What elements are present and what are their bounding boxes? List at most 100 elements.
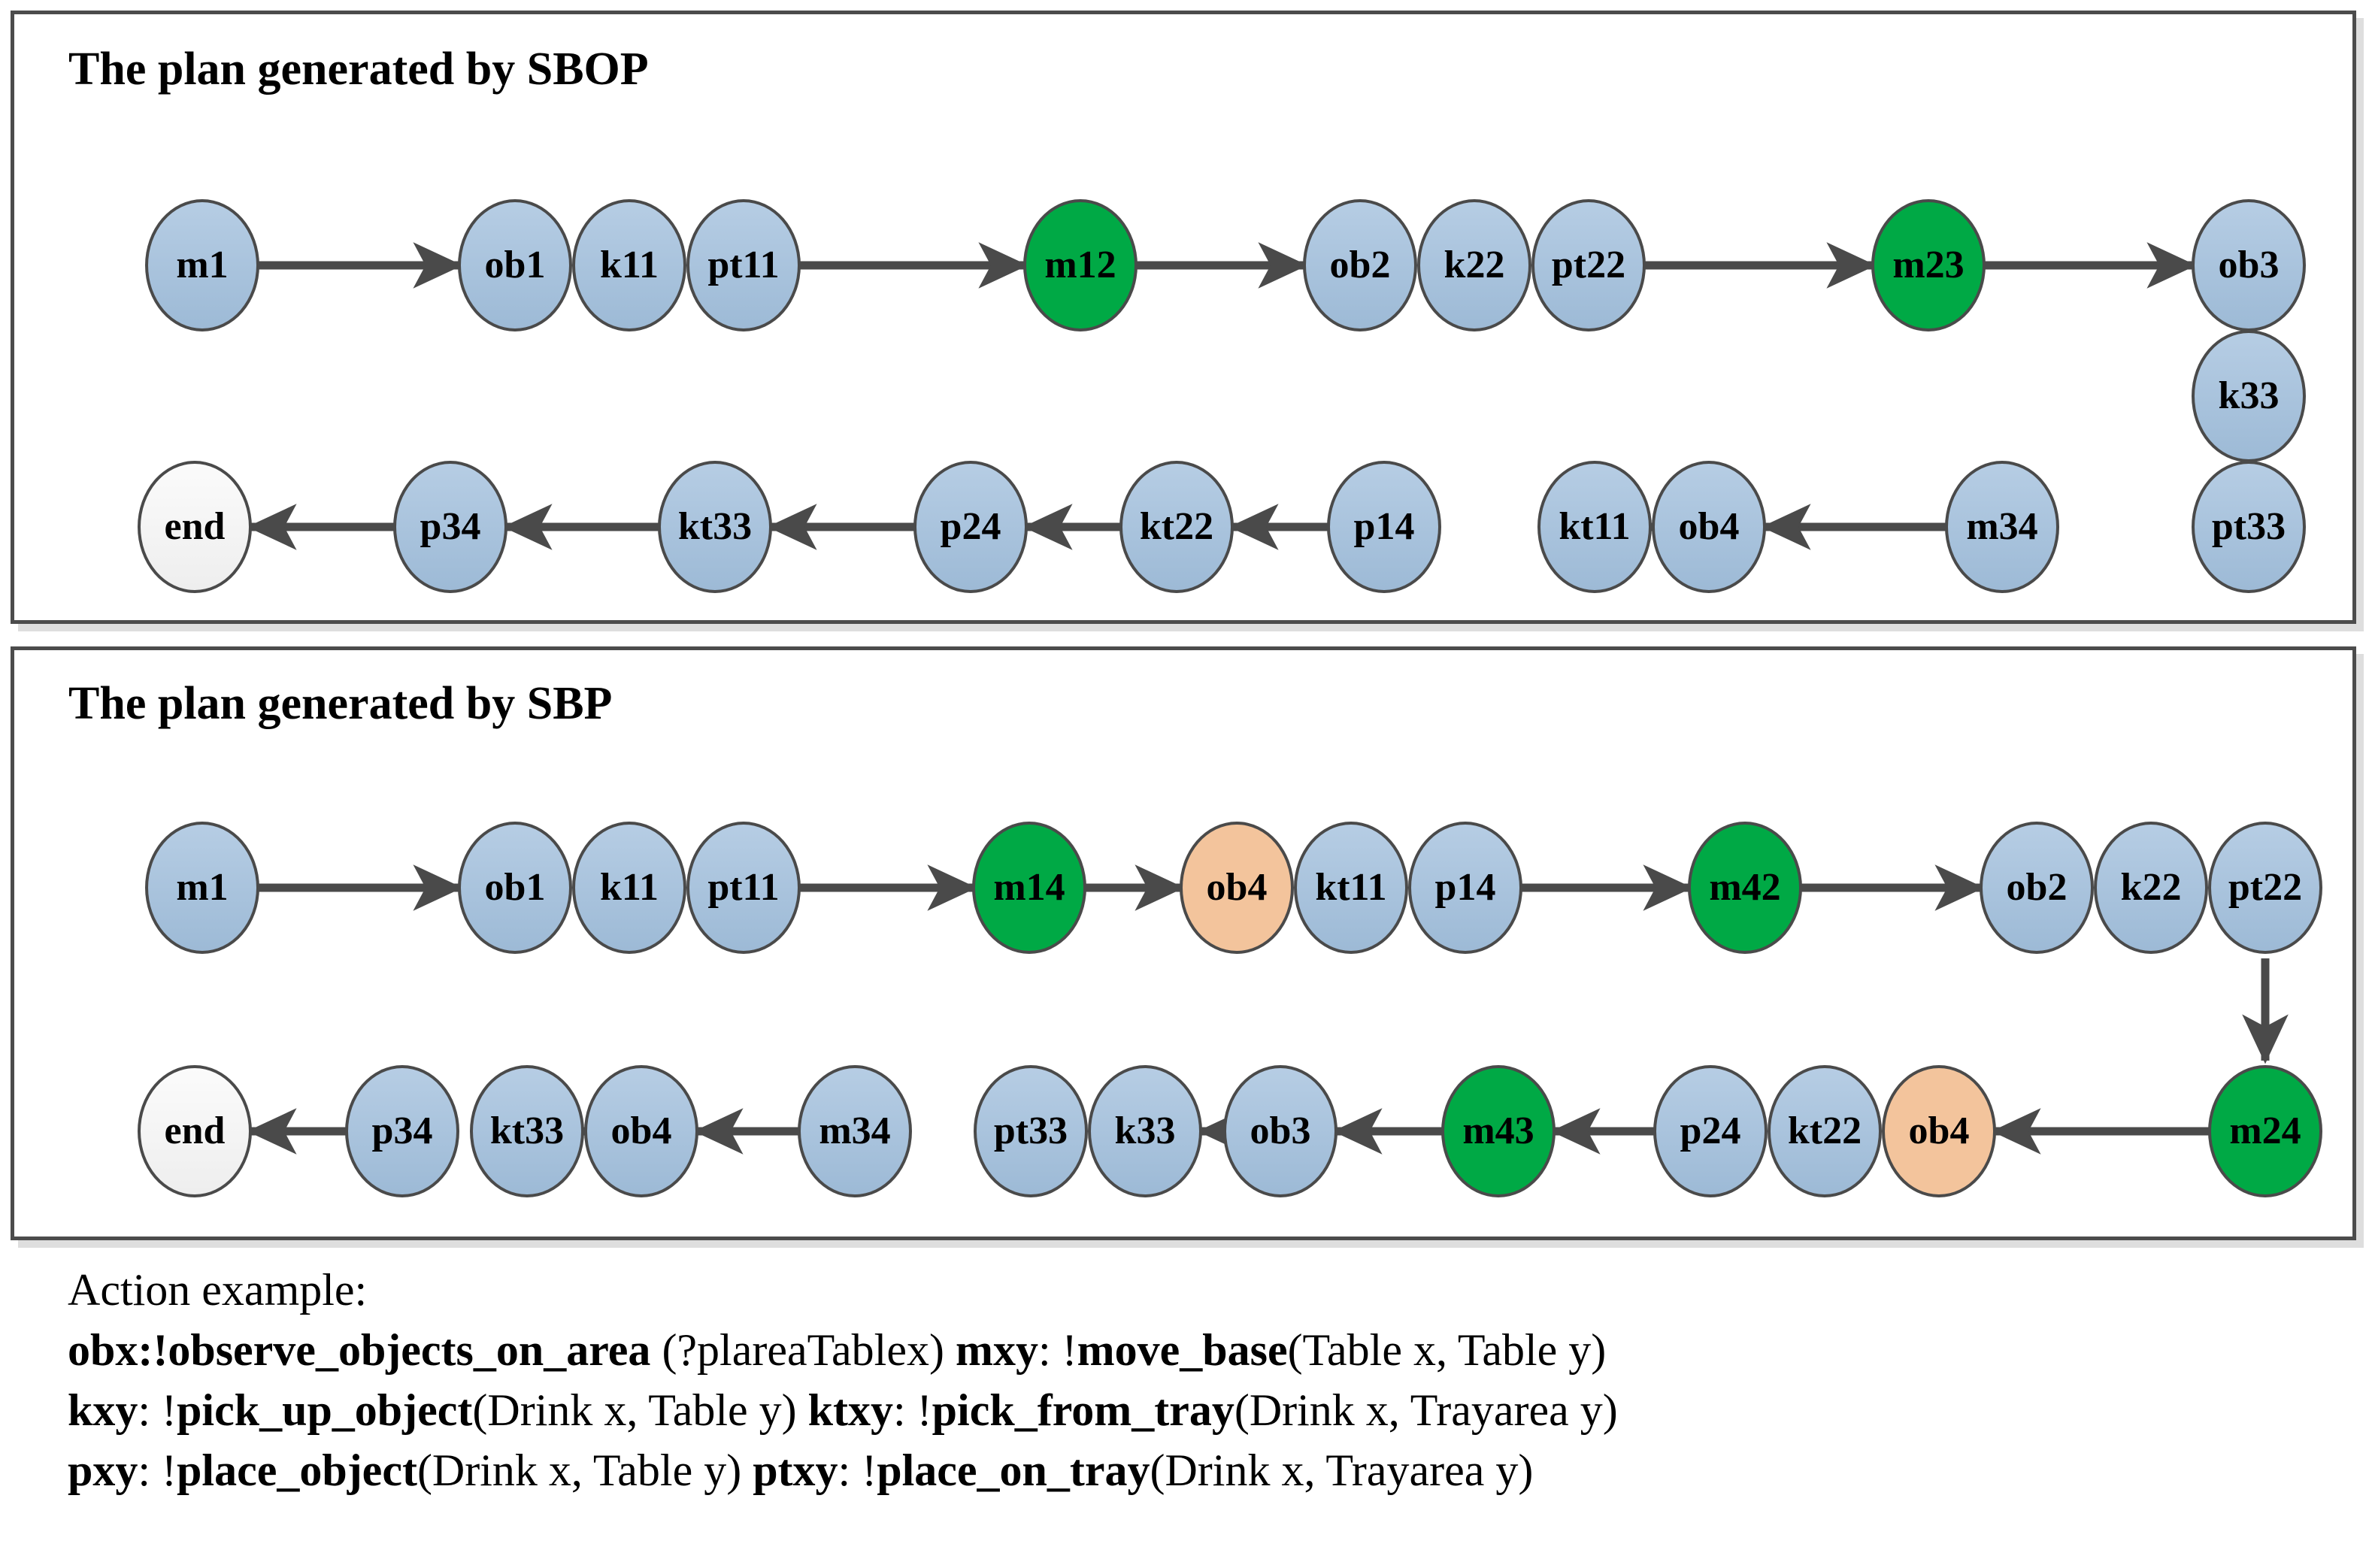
legend-segment: move_base [1077, 1325, 1288, 1375]
graph-node-ob4[interactable]: ob4 [584, 1065, 698, 1197]
graph-node-end[interactable]: end [138, 1065, 252, 1197]
graph-node-label: pt33 [993, 1109, 1068, 1152]
graph-node-ob2[interactable]: ob2 [1980, 822, 2094, 954]
legend-segment: (Drink x, Trayarea y) [1150, 1445, 1534, 1495]
graph-node-ob1[interactable]: ob1 [458, 199, 572, 331]
legend-segment: : ! [138, 1445, 177, 1495]
graph-node-ob3[interactable]: ob3 [1223, 1065, 1337, 1197]
graph-node-k22[interactable]: k22 [1417, 199, 1531, 331]
graph-node-label: m12 [1044, 244, 1116, 286]
arrow-layer [247, 242, 2197, 550]
graph-node-k33[interactable]: k33 [1088, 1065, 1202, 1197]
graph-node-pt11[interactable]: pt11 [686, 822, 801, 954]
graph-node-label: m34 [1966, 505, 2038, 548]
graph-node-pt22[interactable]: pt22 [1531, 199, 1646, 331]
graph-node-kt33[interactable]: kt33 [658, 461, 772, 593]
graph-node-kt22[interactable]: kt22 [1119, 461, 1234, 593]
graph-node-pt33[interactable]: pt33 [2192, 461, 2306, 593]
graph-node-p34[interactable]: p34 [345, 1065, 459, 1197]
graph-node-m24[interactable]: m24 [2208, 1065, 2322, 1197]
legend-heading: Action example: [68, 1265, 368, 1315]
graph-node-label: ob4 [1908, 1109, 1970, 1152]
graph-node-p14[interactable]: p14 [1408, 822, 1522, 954]
graph-node-ob4[interactable]: ob4 [1882, 1065, 1996, 1197]
graph-node-label: m42 [1709, 866, 1781, 909]
arrow-layer [247, 864, 2289, 1155]
graph-node-m34[interactable]: m34 [1945, 461, 2059, 593]
graph-node-k33[interactable]: k33 [2192, 330, 2306, 462]
graph-node-label: ob1 [484, 866, 546, 909]
graph-node-label: ob4 [1678, 505, 1740, 548]
legend-segment: obx:!observe_objects_on_area [68, 1325, 651, 1375]
graph-node-label: m43 [1462, 1109, 1534, 1152]
graph-node-kt11[interactable]: kt11 [1294, 822, 1408, 954]
graph-node-label: k22 [2120, 866, 2182, 909]
graph-node-m43[interactable]: m43 [1441, 1065, 1556, 1197]
legend-segment: : ! [1038, 1325, 1077, 1375]
graph-node-label: kt33 [677, 505, 753, 548]
graph-node-label: p34 [371, 1109, 433, 1152]
legend-line-kxy-ktxy: kxy: !pick_up_object(Drink x, Table y) k… [68, 1380, 2331, 1440]
legend-segment: : ! [838, 1445, 877, 1495]
graph-node-label: pt33 [2211, 505, 2286, 548]
graph-node-label: m34 [819, 1109, 891, 1152]
legend-segment: place_on_tray [877, 1445, 1150, 1495]
graph-node-label: p24 [940, 505, 1001, 548]
graph-node-label: ob3 [1250, 1109, 1311, 1152]
graph-node-m34[interactable]: m34 [798, 1065, 912, 1197]
graph-node-m14[interactable]: m14 [972, 822, 1086, 954]
legend-segment: : ! [893, 1385, 932, 1435]
legend-segment: : ! [138, 1385, 177, 1435]
legend: Action example: obx:!observe_objects_on_… [68, 1260, 2331, 1500]
graph-node-pt33[interactable]: pt33 [974, 1065, 1088, 1197]
graph-node-p34[interactable]: p34 [393, 461, 507, 593]
legend-segment: (Drink x, Table y) [472, 1385, 808, 1435]
graph-node-kt33[interactable]: kt33 [470, 1065, 584, 1197]
graph-node-label: k33 [2218, 374, 2280, 417]
graph-node-p24[interactable]: p24 [913, 461, 1028, 593]
graph-node-end[interactable]: end [138, 461, 252, 593]
graph-node-label: m1 [176, 244, 229, 286]
legend-segment: kxy [68, 1385, 138, 1435]
graph-node-pt22[interactable]: pt22 [2208, 822, 2322, 954]
graph-node-label: m1 [176, 866, 229, 909]
graph-node-label: p14 [1434, 866, 1496, 909]
graph-node-m42[interactable]: m42 [1688, 822, 1802, 954]
graph-node-kt22[interactable]: kt22 [1768, 1065, 1882, 1197]
graph-node-ob3[interactable]: ob3 [2192, 199, 2306, 331]
graph-node-kt11[interactable]: kt11 [1537, 461, 1652, 593]
graph-node-k11[interactable]: k11 [572, 822, 686, 954]
graph-node-pt11[interactable]: pt11 [686, 199, 801, 331]
legend-segment: ptxy [753, 1445, 838, 1495]
graph-node-ob4[interactable]: ob4 [1652, 461, 1766, 593]
graph-node-label: kt22 [1787, 1109, 1862, 1152]
graph-node-label: ob2 [2006, 866, 2068, 909]
graph-node-label: pt11 [707, 866, 780, 909]
graph-node-k11[interactable]: k11 [572, 199, 686, 331]
graph-node-p14[interactable]: p14 [1327, 461, 1441, 593]
graph-node-m1[interactable]: m1 [145, 199, 259, 331]
graph-node-m23[interactable]: m23 [1871, 199, 1986, 331]
graph-node-m1[interactable]: m1 [145, 822, 259, 954]
legend-segment: pxy [68, 1445, 138, 1495]
graph-node-p24[interactable]: p24 [1653, 1065, 1768, 1197]
graph-node-label: kt33 [489, 1109, 565, 1152]
legend-segment: ktxy [807, 1385, 894, 1435]
legend-line-obx-mxy: obx:!observe_objects_on_area (?plareaTab… [68, 1320, 2331, 1380]
graph-node-label: ob1 [484, 244, 546, 286]
graph-node-ob1[interactable]: ob1 [458, 822, 572, 954]
graph-node-ob4[interactable]: ob4 [1180, 822, 1294, 954]
graph-node-k22[interactable]: k22 [2094, 822, 2208, 954]
legend-segment: pick_from_tray [932, 1385, 1234, 1435]
graph-node-label: kt22 [1139, 505, 1214, 548]
legend-segment: (?plareaTablex) [650, 1325, 956, 1375]
graph-node-label: ob3 [2218, 244, 2280, 286]
graph-node-label: kt11 [1559, 505, 1631, 548]
graph-node-ob2[interactable]: ob2 [1303, 199, 1417, 331]
graph-node-label: pt22 [1551, 244, 1626, 286]
graph-node-label: pt22 [2228, 866, 2303, 909]
graph-node-m12[interactable]: m12 [1023, 199, 1138, 331]
